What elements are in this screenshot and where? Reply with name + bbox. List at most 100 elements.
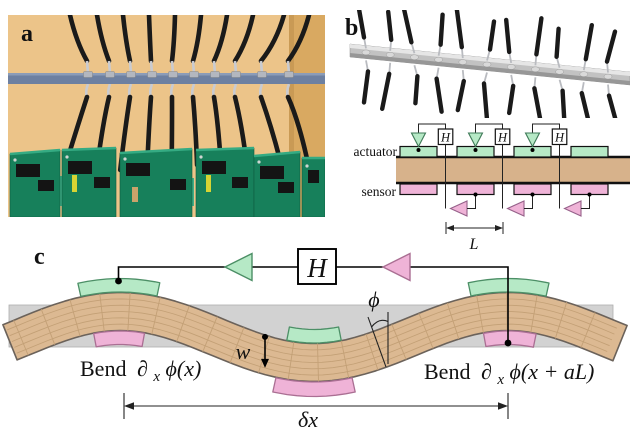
sensor-amplifier-icon <box>381 252 411 282</box>
filter-to-amp-wire <box>532 123 560 133</box>
solder-connector <box>257 71 267 78</box>
ic-component <box>232 177 248 188</box>
ic-component <box>94 177 110 188</box>
beam-grid-longitudinal <box>9 304 615 357</box>
beam-grid-transverse <box>530 294 538 333</box>
black-wire-top <box>232 15 256 64</box>
black-wire-top <box>386 10 394 43</box>
panel-b-label: b <box>345 15 359 41</box>
solder-connector <box>83 71 93 78</box>
actuator-amplifier-icon <box>524 132 541 148</box>
solder-dot <box>65 155 69 159</box>
filter-box <box>297 248 337 285</box>
beam-grid-transverse <box>554 302 568 339</box>
black-wire-top <box>583 22 594 62</box>
black-wire-top <box>554 26 561 59</box>
sensor-wire <box>467 194 476 209</box>
sensor-pad <box>93 330 146 348</box>
actuator-label: actuator <box>354 144 398 159</box>
solder-connector <box>434 56 443 63</box>
actuator-amplifier-icon <box>410 132 427 148</box>
solder-connector <box>210 71 220 78</box>
black-wire-top <box>258 15 287 64</box>
black-wire-top <box>94 15 112 64</box>
black-wire-bottom <box>481 81 490 118</box>
beam-grid-transverse <box>99 293 105 332</box>
panel-a-photo <box>8 15 325 217</box>
wall-corner-edge <box>289 15 294 217</box>
pcb-top-edge <box>253 150 301 158</box>
solder-connector <box>168 71 178 78</box>
black-wire-bottom <box>532 86 543 118</box>
sensor-amplifier-icon <box>449 200 468 217</box>
solder-connector <box>579 71 588 77</box>
pcb-top-edge <box>61 146 117 152</box>
sensor-wire <box>581 194 590 209</box>
black-wire-top <box>401 10 414 45</box>
beam-grid-transverse <box>418 313 434 349</box>
beam-grid-transverse <box>258 336 270 373</box>
rotation-annotation <box>367 312 389 368</box>
solder-connector <box>361 49 371 56</box>
solder-dot <box>123 157 127 161</box>
black-wire-bottom <box>434 76 444 114</box>
solder-connector <box>410 54 419 60</box>
solder-connector <box>603 73 613 80</box>
beam-highlight <box>8 73 325 76</box>
black-wire-bottom <box>455 78 466 113</box>
black-wire-top <box>534 16 544 57</box>
beam-grid-transverse <box>365 333 379 371</box>
solder-dot <box>199 155 203 159</box>
deflection-arrowhead <box>261 358 269 368</box>
beam-grid-transverse <box>446 302 460 340</box>
sensor-amplifier-icon <box>563 200 582 217</box>
ic-component <box>170 179 186 190</box>
pcb-top-edge <box>119 147 193 155</box>
sensor-pad <box>272 377 356 398</box>
solder-connector <box>284 71 294 78</box>
ic-component <box>68 161 92 174</box>
distance-arrowhead-left <box>124 402 134 410</box>
beam-grid-transverse <box>176 305 190 342</box>
actuator-pad <box>286 326 342 344</box>
filter-label: H <box>440 131 451 145</box>
actuator-pad <box>77 277 161 298</box>
black-wire-bottom <box>606 93 618 118</box>
beam-body <box>2 291 628 383</box>
black-wire-top <box>438 12 445 47</box>
beam-grid-transverse <box>287 341 295 380</box>
yellow-wire <box>72 175 77 192</box>
beam-grid-transverse <box>317 343 319 382</box>
black-wire-top <box>604 29 618 64</box>
black-wire-top <box>169 15 178 64</box>
black-wire-top <box>454 10 464 50</box>
pcb-top-edge <box>9 148 61 156</box>
distance-arrowhead-right <box>498 402 508 410</box>
sensor-tap-dot <box>530 192 535 197</box>
beam-grid-longitudinal <box>14 317 610 370</box>
solder-connector <box>531 66 540 73</box>
solder-dot <box>257 160 261 164</box>
beam-grid-transverse <box>476 295 484 333</box>
beam-shadow-face <box>350 53 630 85</box>
black-wire-bottom <box>413 74 420 106</box>
black-wire-top <box>146 15 154 64</box>
beam-grid-transverse <box>127 292 131 331</box>
wires <box>65 15 316 202</box>
beam-body <box>396 158 630 182</box>
panel-c-label: c <box>34 244 45 270</box>
filter-to-amp-wire <box>475 123 503 133</box>
ic-component <box>278 182 294 193</box>
sensor-amplifier-icon <box>506 200 525 217</box>
sensor-wire <box>524 194 533 209</box>
ic-component <box>126 163 150 176</box>
black-wire-top <box>285 15 312 64</box>
unit-length-label: L <box>469 236 479 253</box>
deflection-annotation <box>261 333 269 368</box>
beam-grid-transverse <box>69 299 81 337</box>
actuator-amplifier-icon <box>223 252 253 282</box>
beam-grid-transverse <box>151 297 161 335</box>
rotation-label: ϕ <box>368 287 379 312</box>
beam-grid-transverse <box>13 320 29 356</box>
